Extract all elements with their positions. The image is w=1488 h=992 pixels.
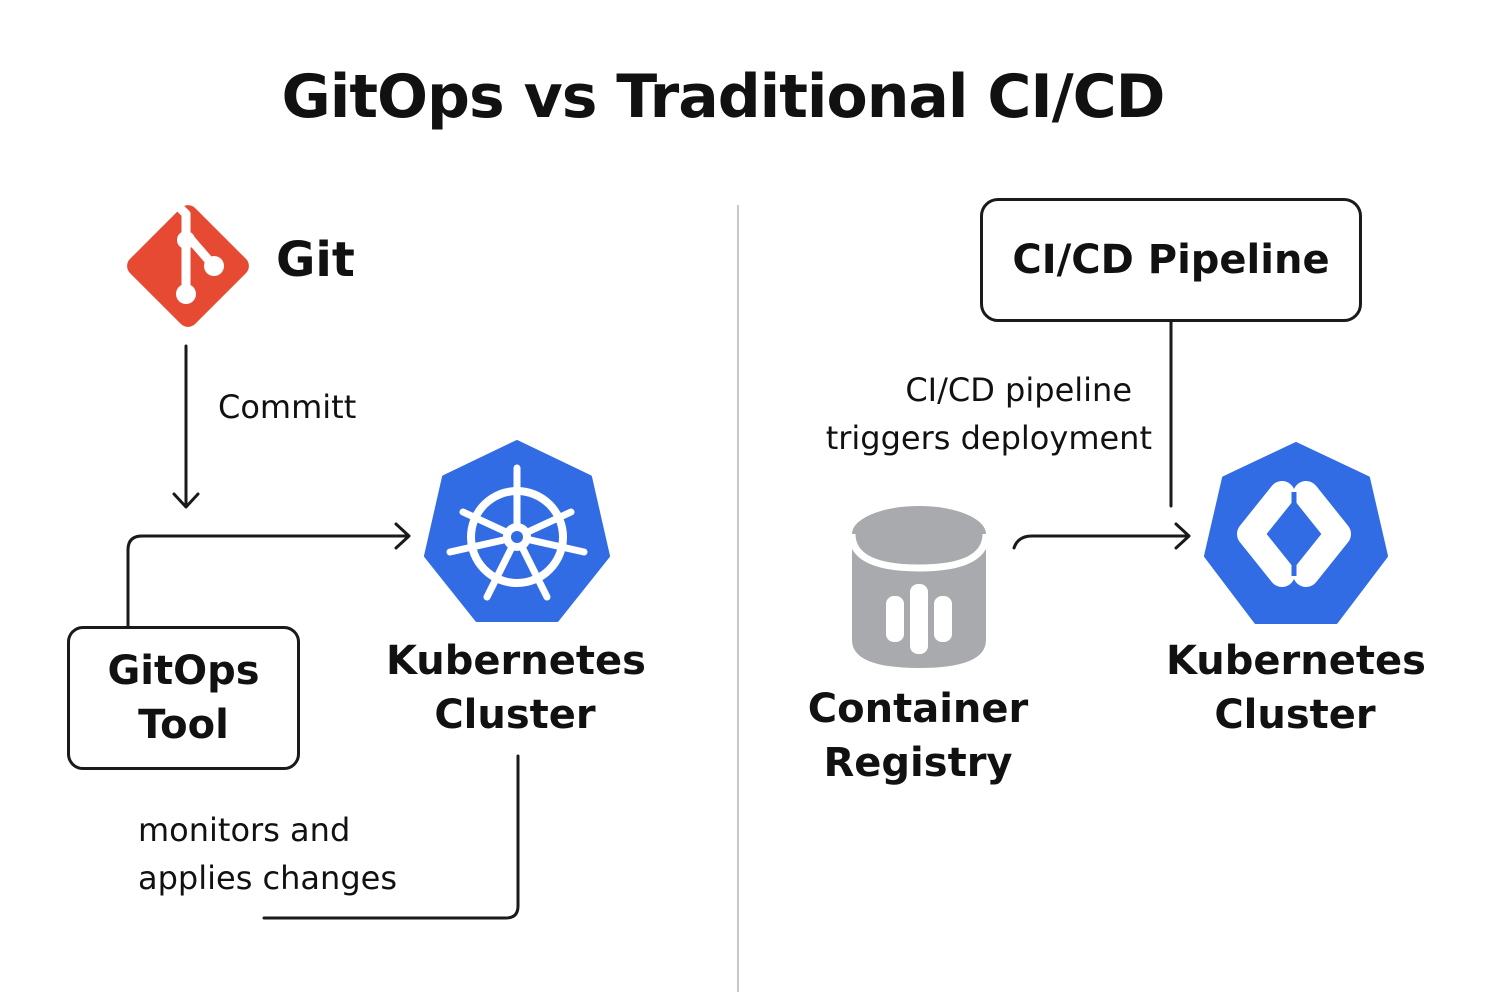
cicd-pipeline-box: CI/CD Pipeline xyxy=(980,198,1362,322)
k8s-left-label-line1: Kubernetes xyxy=(386,638,646,684)
monitor-caption-line1: monitors and xyxy=(138,811,351,849)
trigger-caption-line2: triggers deployment xyxy=(825,419,1152,457)
center-divider xyxy=(737,205,739,992)
page-title: GitOps vs Traditional CI/CD xyxy=(281,62,1166,132)
trigger-caption: CI/CD pipeline triggers deployment xyxy=(772,366,1152,462)
commit-label: Committ xyxy=(218,388,357,426)
monitor-caption-line2: applies changes xyxy=(138,859,397,897)
registry-label-line1: Container xyxy=(807,686,1029,732)
registry-label: Container Registry xyxy=(800,682,1036,790)
registry-label-line2: Registry xyxy=(823,740,1013,786)
k8s-right-label-line2: Cluster xyxy=(1214,692,1376,738)
git-label: Git xyxy=(276,232,355,288)
gitops-tool-label-line1: GitOps xyxy=(107,648,260,694)
gitops-tool-box: GitOps Tool xyxy=(67,626,300,770)
monitor-caption: monitors and applies changes xyxy=(138,806,397,902)
k8s-right-label: Kubernetes Cluster xyxy=(1166,634,1426,742)
gitops-tool-label-line2: Tool xyxy=(138,702,229,748)
cicd-pipeline-label: CI/CD Pipeline xyxy=(1012,237,1330,283)
git-logo-icon xyxy=(127,199,249,327)
k8s-right-label-line1: Kubernetes xyxy=(1166,638,1426,684)
kubernetes-diamond-icon xyxy=(1204,442,1388,624)
k8s-left-label: Kubernetes Cluster xyxy=(386,634,646,742)
kubernetes-helm-icon xyxy=(424,440,610,622)
k8s-left-label-line2: Cluster xyxy=(434,692,596,738)
trigger-caption-line1: CI/CD pipeline xyxy=(905,371,1132,409)
database-cylinder-icon xyxy=(848,506,990,668)
